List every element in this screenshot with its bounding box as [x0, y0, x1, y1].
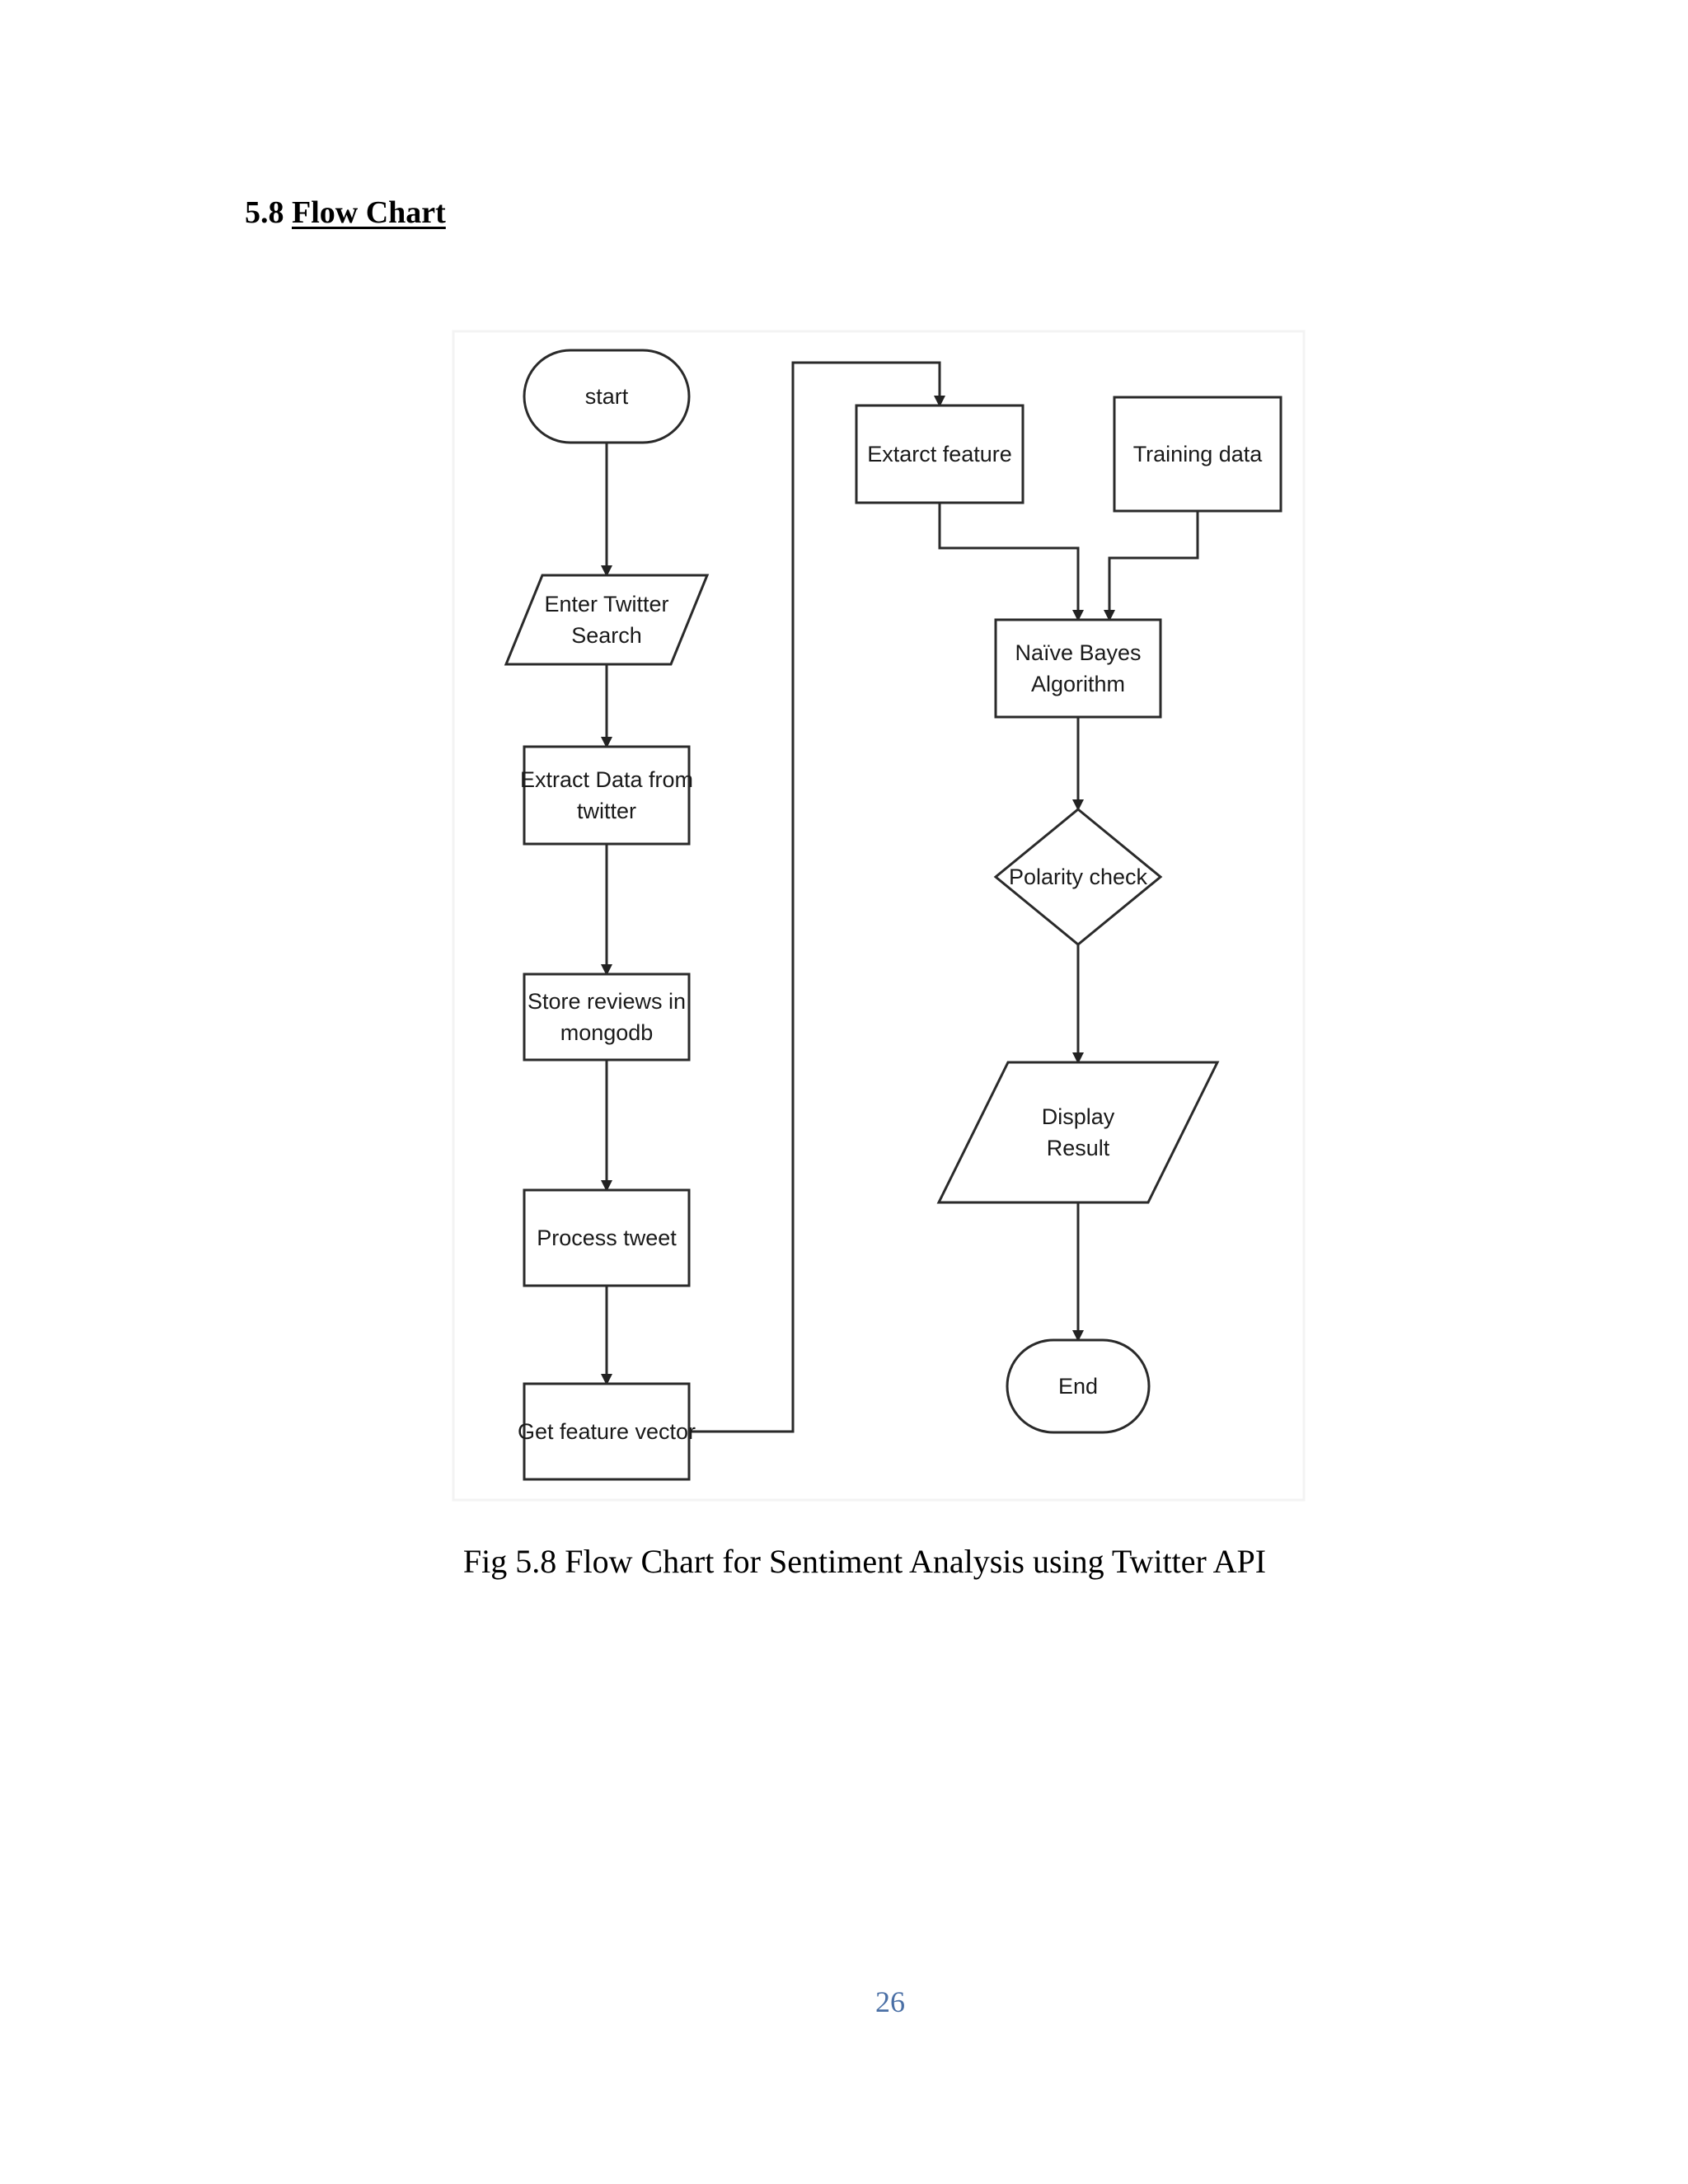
flow-node-label: Search — [571, 623, 642, 648]
section-title: Flow Chart — [292, 195, 446, 230]
flow-node-shape — [523, 1188, 691, 1287]
flow-node-label: Display — [1042, 1104, 1115, 1129]
page-number: 26 — [875, 1985, 905, 2018]
flow-node-polarity-check: Polarity check — [993, 808, 1163, 946]
flow-node-label: Naïve Bayes — [1015, 640, 1141, 665]
flow-node-shape — [1006, 1338, 1151, 1434]
flow-node-label: Result — [1047, 1136, 1110, 1160]
flow-node-label: Extarct feature — [867, 442, 1012, 466]
flow-node-shape — [504, 574, 710, 666]
flow-node-feature-vector: Get feature vector — [518, 1382, 696, 1481]
flow-node-process-tweet: Process tweet — [523, 1188, 691, 1287]
flow-node-label: Enter Twitter — [544, 592, 668, 616]
flow-node-shape — [523, 1382, 691, 1481]
flow-node-shape — [1113, 396, 1282, 513]
flow-node-label: Process tweet — [537, 1226, 677, 1250]
figure-caption: Fig 5.8 Flow Chart for Sentiment Analysi… — [462, 1543, 1267, 1580]
flow-edge-extract-feature-to-naive-bayes — [938, 503, 1084, 621]
flow-node-label: Get feature vector — [518, 1419, 696, 1444]
flow-node-label: End — [1058, 1374, 1098, 1399]
flow-node-label: Extract Data from — [520, 767, 693, 792]
flow-node-label: twitter — [577, 799, 636, 823]
flow-node-label: Store reviews in — [528, 989, 686, 1014]
flow-edge-training-data-to-naive-bayes — [1104, 511, 1199, 621]
flow-node-extract-feature: Extarct feature — [855, 404, 1025, 504]
flow-node-extract-data: Extract Data from twitter — [520, 745, 693, 846]
flow-node-end: End — [1006, 1338, 1151, 1434]
flow-node-shape — [523, 972, 691, 1062]
section-number: 5.8 — [245, 195, 284, 230]
figure-frame — [452, 330, 1306, 1502]
flow-node-label: Algorithm — [1031, 672, 1125, 696]
flow-node-shape — [936, 1061, 1220, 1204]
flow-node-shape — [855, 404, 1025, 504]
flow-node-shape — [523, 745, 691, 846]
flow-node-label: Polarity check — [1009, 865, 1148, 889]
flow-node-label: Training data — [1133, 442, 1264, 466]
flow-node-shape — [523, 349, 691, 444]
flow-node-shape — [993, 808, 1163, 946]
flow-node-store-reviews: Store reviews in mongodb — [523, 972, 691, 1062]
flow-node-training-data: Training data — [1113, 396, 1282, 513]
flow-node-start: start — [523, 349, 691, 444]
flow-node-shape — [994, 618, 1162, 719]
flow-node-label: start — [585, 384, 629, 409]
section-heading: 5.8 Flow Chart — [245, 194, 446, 231]
flow-node-label: mongodb — [560, 1020, 654, 1045]
flow-edge-feature-vector-to-extract-feature — [689, 361, 945, 1433]
flowchart-edges — [601, 361, 1199, 1433]
